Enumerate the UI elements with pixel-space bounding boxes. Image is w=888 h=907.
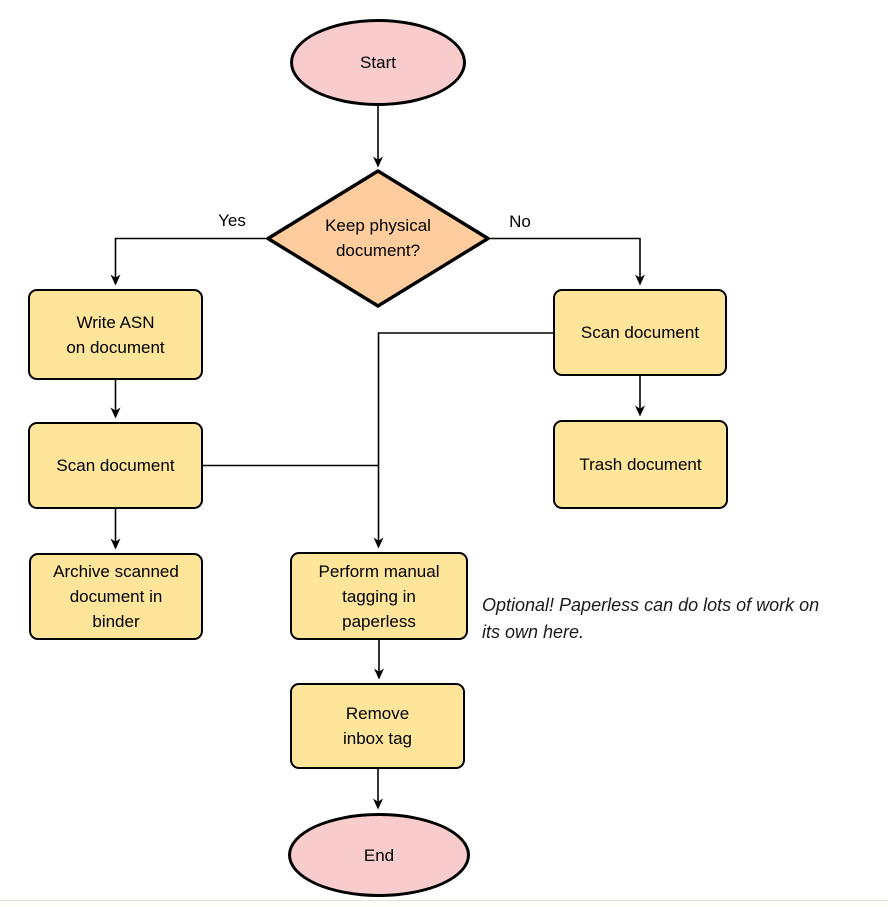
node-scan-document-left: Scan document [28, 422, 203, 509]
edge-scan-right-to-manual-tagging [373, 332, 553, 549]
node-end-label: End [363, 845, 395, 865]
decision-diamond-shape [266, 169, 490, 308]
node-archive-binder: Archive scanned document in binder [29, 553, 203, 640]
node-start-label: Start [360, 53, 396, 72]
node-end: End [288, 813, 470, 897]
edge-label-no: No [509, 212, 531, 231]
node-start: Start [290, 19, 466, 106]
edge-decision-no-to-scan-right [488, 237, 645, 286]
edge-label-yes: Yes [218, 211, 246, 230]
annotation-optional-paperless: Optional! Paperless can do lots of work … [482, 595, 820, 642]
node-scan-document-right: Scan document [553, 289, 727, 376]
node-trash-document: Trash document [553, 420, 728, 509]
edge-decision-yes-to-write-asn [110, 237, 268, 286]
node-write-asn: Write ASN on document [28, 289, 203, 380]
node-manual-tagging: Perform manual tagging in paperless [290, 552, 468, 640]
node-remove-inbox-tag: Remove inbox tag [290, 683, 465, 769]
node-decision-label: Keep physical document? [325, 216, 431, 260]
page-bottom-edge [0, 900, 888, 907]
